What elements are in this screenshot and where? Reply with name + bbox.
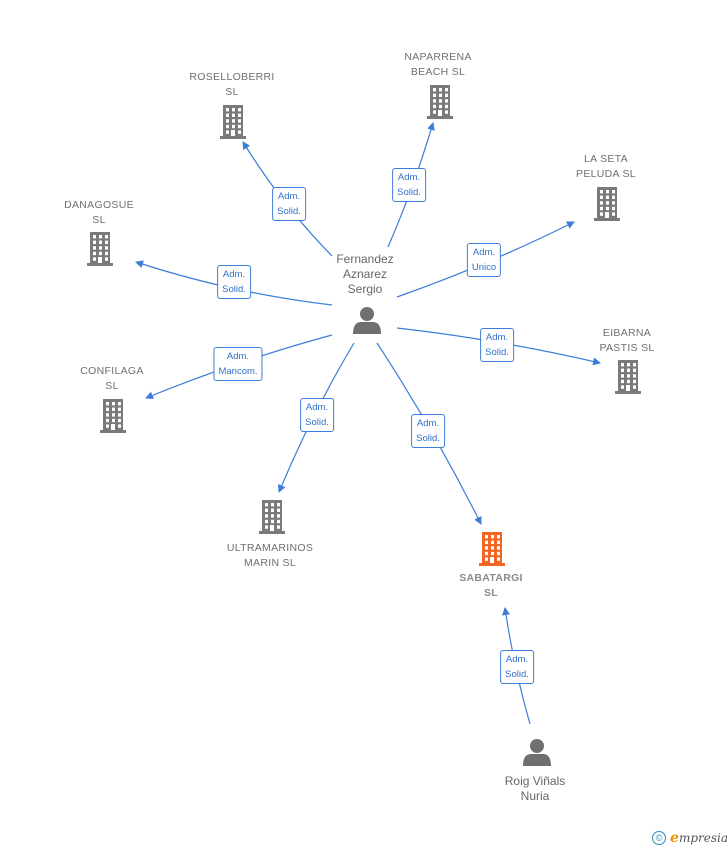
copyright-icon: © bbox=[652, 831, 667, 845]
relation-label-naparrena: Adm. Solid. bbox=[392, 168, 426, 202]
relation-label-laseta: Adm. Unico bbox=[466, 243, 502, 277]
relation-label-sabatargi: Adm. Solid. bbox=[411, 414, 445, 448]
company-label-laseta: LA SETA PELUDA SL bbox=[576, 153, 636, 180]
building-icon-naparrena[interactable] bbox=[427, 85, 453, 119]
footer-brand: © empresia bbox=[652, 830, 728, 846]
company-label-danagosue: DANAGOSUE SL bbox=[64, 199, 134, 226]
relation-label-danagosue: Adm. Solid. bbox=[217, 265, 251, 299]
building-icon-laseta[interactable] bbox=[594, 187, 620, 221]
building-icon-danagosue[interactable] bbox=[87, 232, 113, 266]
person-label-roig: Roig Viñals Nuria bbox=[504, 774, 566, 803]
building-icon-confilaga[interactable] bbox=[100, 399, 126, 433]
building-icon-ultramarinos[interactable] bbox=[259, 500, 285, 534]
person-label-center: Fernandez Aznarez Sergio bbox=[336, 252, 394, 296]
person-icon-center[interactable] bbox=[353, 307, 381, 334]
company-label-ultramarinos: ULTRAMARINOS MARIN SL bbox=[226, 542, 314, 569]
relation-label-roselloberri: Adm. Solid. bbox=[272, 187, 306, 221]
company-label-sabatargi: SABATARGI SL bbox=[459, 572, 523, 599]
building-icon-roselloberri[interactable] bbox=[220, 105, 246, 139]
company-label-confilaga: CONFILAGA SL bbox=[80, 365, 144, 392]
person-icon-roig[interactable] bbox=[523, 739, 551, 766]
highlighted-building-icon-sabatargi[interactable] bbox=[479, 532, 505, 566]
brand-logo: empresia bbox=[670, 830, 728, 846]
relation-label-eibarna: Adm. Solid. bbox=[480, 328, 514, 362]
company-label-eibarna: EIBARNA PASTIS SL bbox=[599, 327, 655, 354]
building-icon-eibarna[interactable] bbox=[615, 360, 641, 394]
relation-label-ultramarinos: Adm. Solid. bbox=[300, 398, 334, 432]
company-label-naparrena: NAPARRENA BEACH SL bbox=[404, 51, 472, 78]
relation-label-roig: Adm. Solid. bbox=[500, 650, 534, 684]
company-label-roselloberri: ROSELLOBERRI SL bbox=[189, 71, 275, 98]
relation-label-confilaga: Adm. Mancom. bbox=[213, 347, 263, 381]
